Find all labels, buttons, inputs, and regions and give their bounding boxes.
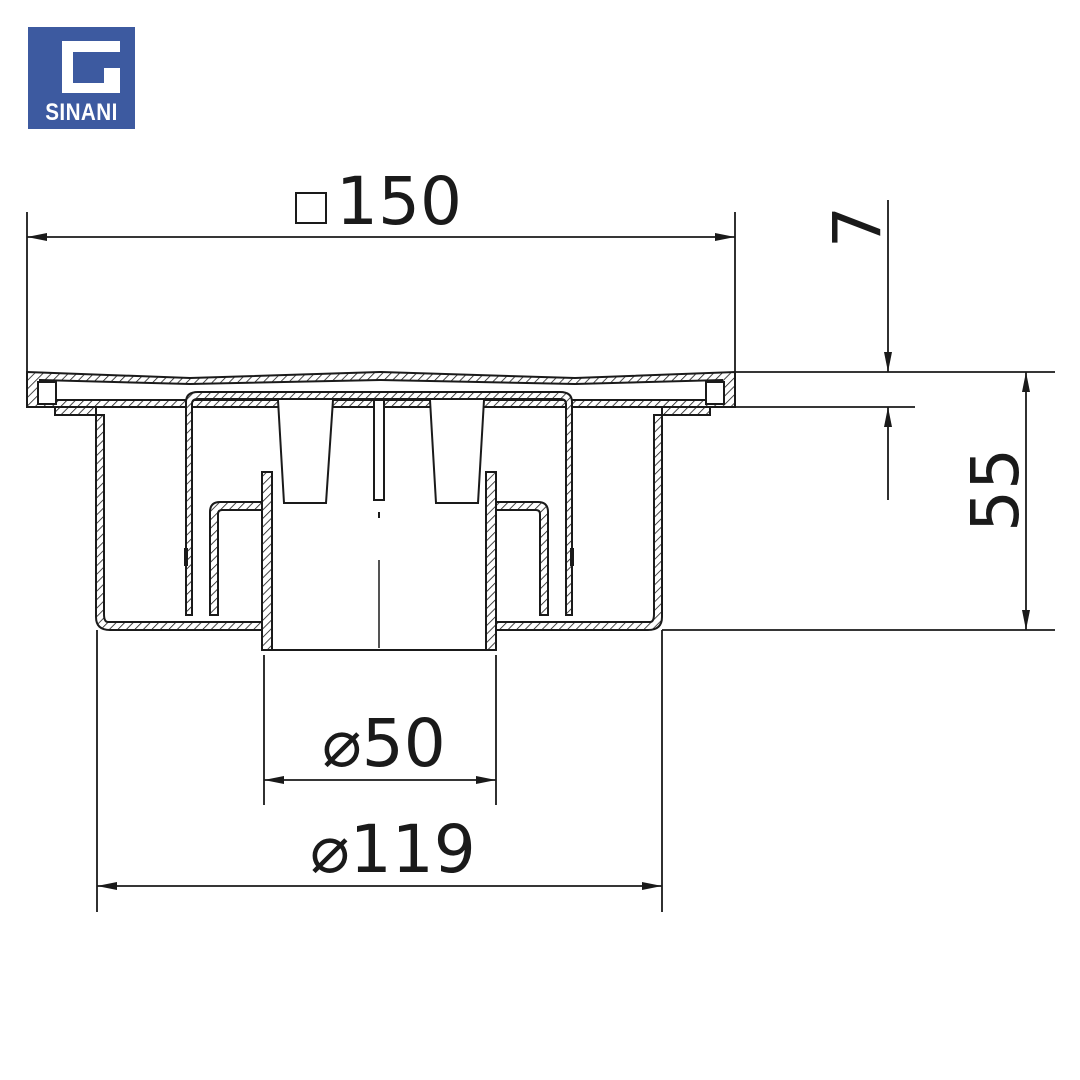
logo-mark-shape xyxy=(62,41,120,93)
dim-50-label: ⌀50 xyxy=(322,705,446,782)
left-clip xyxy=(37,381,57,405)
inner-step-right xyxy=(495,501,549,616)
logo-text: SINANI xyxy=(45,99,118,126)
outlet-pipe-right xyxy=(485,471,497,651)
dimension-labels: 150 7 55 ⌀50 ⌀119 xyxy=(295,163,1034,888)
center-rib xyxy=(373,399,385,501)
body-shell-right xyxy=(495,406,711,631)
dim-119-label: ⌀119 xyxy=(310,811,476,888)
body-shell xyxy=(54,406,263,631)
square-symbol-icon xyxy=(295,192,327,224)
inner-step-left xyxy=(209,501,263,616)
sinani-logo-mark xyxy=(28,27,135,129)
inner-bell xyxy=(185,391,573,616)
outlet-pipe-left xyxy=(261,471,273,651)
sinani-logo: SINANI xyxy=(28,27,135,129)
dim-7-label: 7 xyxy=(819,206,896,248)
seal-fin-right xyxy=(429,399,485,504)
dimension-lines xyxy=(26,200,1055,912)
dim-150-label: 150 xyxy=(336,163,462,240)
seal-fin-left xyxy=(277,399,334,504)
drain-body xyxy=(26,370,736,651)
dim-55-label: 55 xyxy=(957,448,1034,532)
right-clip xyxy=(705,381,725,405)
